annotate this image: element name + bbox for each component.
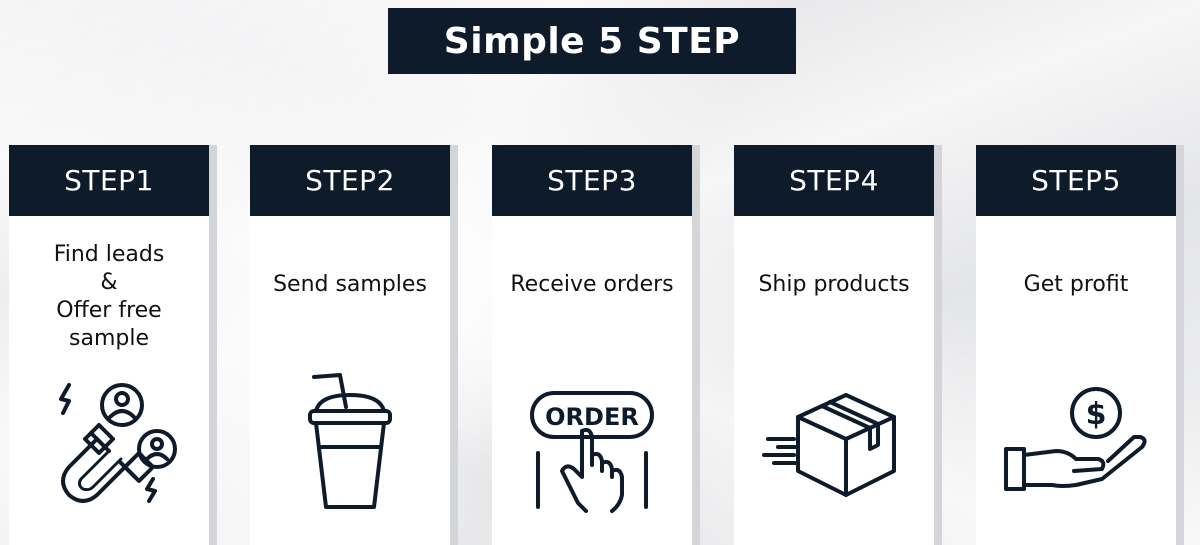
step-header-5: STEP5 <box>976 145 1176 216</box>
step-card-1: STEP1 Find leads & Offer free sample <box>9 145 209 545</box>
step-description-line: Get profit <box>1023 272 1129 297</box>
step-description-line: Send samples <box>273 272 427 297</box>
step-card-3: STEP3 Receive orders ORDER <box>492 145 692 545</box>
step-description-1: Find leads & Offer free sample <box>9 241 209 353</box>
step-description-3: Receive orders <box>492 271 692 299</box>
step-label-5: STEP5 <box>1031 164 1121 197</box>
step-description-line: Ship products <box>758 272 910 297</box>
step-description-5: Get profit <box>976 271 1176 299</box>
page-title: Simple 5 STEP <box>443 20 741 62</box>
step-card-2: STEP2 Send samples <box>250 145 450 545</box>
step-card-4: STEP4 Ship products <box>734 145 934 545</box>
step-description-line: & <box>100 270 118 295</box>
order-button-icon: ORDER <box>512 367 672 517</box>
coin-icon-text: $ <box>1086 397 1107 432</box>
step-description-line: Find leads <box>53 242 165 267</box>
step-description-line: Offer free <box>56 298 162 323</box>
title-banner: Simple 5 STEP <box>388 8 796 74</box>
step-description-line: Receive orders <box>510 272 674 297</box>
step-header-4: STEP4 <box>734 145 934 216</box>
step-header-3: STEP3 <box>492 145 692 216</box>
step-label-3: STEP3 <box>547 164 637 197</box>
step-header-2: STEP2 <box>250 145 450 216</box>
drink-cup-icon <box>270 367 430 517</box>
magnet-leads-icon <box>29 367 189 517</box>
step-label-4: STEP4 <box>789 164 879 197</box>
step-description-4: Ship products <box>734 271 934 299</box>
shipping-box-icon <box>754 367 914 517</box>
step-header-1: STEP1 <box>9 145 209 216</box>
step-description-2: Send samples <box>250 271 450 299</box>
hand-coin-icon: $ <box>996 367 1156 517</box>
step-label-1: STEP1 <box>64 164 154 197</box>
step-description-line: sample <box>69 326 149 351</box>
step-card-5: STEP5 Get profit $ <box>976 145 1176 545</box>
order-icon-text: ORDER <box>545 403 639 431</box>
step-label-2: STEP2 <box>305 164 395 197</box>
